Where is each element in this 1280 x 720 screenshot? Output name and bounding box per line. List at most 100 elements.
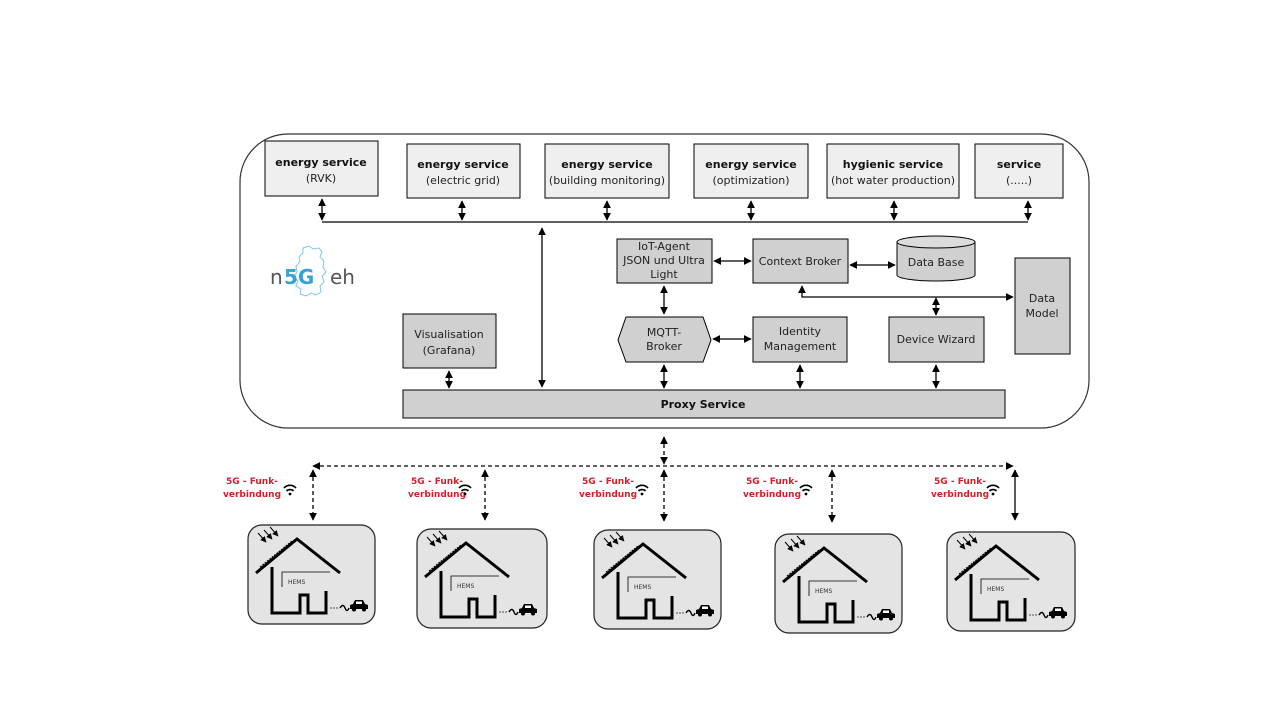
service-subtitle: (hot water production) — [831, 174, 955, 187]
charging-plug-icon — [339, 604, 350, 612]
5g-label-line2: verbindung — [743, 490, 801, 500]
logo-suffix: eh — [330, 265, 355, 289]
house-walls — [969, 574, 1027, 622]
logo-prefix: n — [270, 265, 283, 289]
proxy-service-label: Proxy Service — [661, 398, 746, 411]
device-wizard-label: Device Wizard — [897, 333, 976, 346]
solar-radiation-icon — [603, 531, 625, 548]
wifi-icon — [283, 484, 297, 496]
iot-agent-box[interactable]: IoT-Agent JSON und Ultra Light — [616, 238, 713, 284]
5g-label-line2: verbindung — [408, 490, 466, 500]
house-walls — [439, 571, 497, 619]
house-walls — [616, 572, 674, 620]
5g-label-line2: verbindung — [931, 490, 989, 500]
house-roof-icon — [255, 537, 341, 575]
device-wizard-box[interactable]: Device Wizard — [888, 316, 985, 363]
identity-management-box[interactable]: Identity Management — [752, 316, 848, 363]
data-model-label-1: Data — [1029, 292, 1055, 305]
service-title: service — [997, 158, 1041, 171]
data-base-cylinder[interactable]: Data Base — [896, 235, 976, 282]
5g-label-line1: 5G - Funk- — [411, 477, 463, 487]
iot-agent-label-2: JSON und Ultra — [622, 254, 705, 267]
service-box-hot-water[interactable]: hygienic service (hot water production) — [826, 143, 960, 199]
service-bus-arrows — [318, 198, 1032, 388]
car-icon — [350, 600, 368, 612]
5g-label-line2: verbindung — [579, 490, 637, 500]
proxy-service-bar[interactable]: Proxy Service — [402, 389, 1006, 419]
5g-connection-label: 5G - Funk-verbindung — [408, 477, 472, 500]
5g-connection-label: 5G - Funk-verbindung — [931, 477, 1000, 500]
visualisation-box[interactable]: Visualisation (Grafana) — [402, 313, 497, 369]
service-title: energy service — [417, 158, 508, 171]
service-box-electric-grid[interactable]: energy service (electric grid) — [406, 143, 521, 199]
5g-connection-label: 5G - Funk-verbindung — [743, 477, 813, 500]
house-walls — [797, 576, 855, 624]
5g-label-line1: 5G - Funk- — [226, 477, 278, 487]
solar-radiation-icon — [426, 530, 448, 547]
solar-radiation-icon — [956, 533, 978, 550]
5g-label-line1: 5G - Funk- — [746, 477, 798, 487]
house-card[interactable]: HEMS — [247, 524, 376, 625]
5g-label-line1: 5G - Funk- — [582, 477, 634, 487]
service-subtitle: (RVK) — [306, 172, 336, 185]
logo-accent: 5G — [284, 265, 314, 289]
service-subtitle: (.....) — [1006, 174, 1032, 187]
house-card[interactable]: HEMS — [946, 531, 1076, 632]
germany-map-icon — [293, 245, 327, 297]
service-title: hygienic service — [843, 158, 943, 171]
charging-plug-icon — [508, 608, 519, 616]
iot-agent-label-3: Light — [650, 268, 678, 281]
service-subtitle: (electric grid) — [426, 174, 500, 187]
car-icon — [1049, 607, 1067, 619]
internal-connectors — [445, 257, 1014, 389]
service-box-optimization[interactable]: energy service (optimization) — [693, 143, 809, 199]
mqtt-broker-hexagon[interactable]: MQTT- Broker — [617, 316, 712, 363]
hems-label: HEMS — [634, 584, 651, 591]
5g-network — [309, 436, 1019, 523]
data-model-box[interactable]: Data Model — [1014, 257, 1071, 355]
hems-label: HEMS — [457, 583, 474, 590]
car-icon — [519, 604, 537, 616]
service-title: energy service — [561, 158, 652, 171]
wifi-icon — [799, 484, 813, 496]
service-title: energy service — [275, 156, 366, 169]
data-model-label-2: Model — [1025, 307, 1058, 320]
5g-label-line1: 5G - Funk- — [934, 477, 986, 487]
data-base-label: Data Base — [908, 256, 965, 269]
service-box-other[interactable]: service (.....) — [974, 143, 1064, 199]
car-icon — [696, 605, 714, 617]
house-card[interactable]: HEMS — [416, 528, 548, 629]
car-icon — [877, 609, 895, 621]
house-roof-icon — [424, 541, 510, 579]
service-subtitle: (building monitoring) — [549, 174, 665, 187]
charging-plug-icon — [866, 613, 877, 621]
wifi-icon — [986, 484, 1000, 496]
charging-plug-icon — [685, 609, 696, 617]
wifi-icon — [458, 484, 472, 496]
identity-label-1: Identity — [779, 325, 822, 338]
mqtt-label-2: Broker — [646, 340, 682, 353]
house-roof-icon — [601, 542, 687, 580]
5g-label-line2: verbindung — [223, 490, 281, 500]
service-subtitle: (optimization) — [712, 174, 789, 187]
house-walls — [270, 567, 328, 615]
service-box-rvk[interactable]: energy service (RVK) — [264, 140, 379, 197]
context-broker-box[interactable]: Context Broker — [752, 238, 849, 284]
visualisation-label-2: (Grafana) — [423, 344, 476, 357]
solar-radiation-icon — [257, 526, 279, 543]
n5geh-logo: n 5G eh — [270, 245, 355, 297]
house-card[interactable]: HEMS — [593, 529, 722, 630]
iot-agent-label-1: IoT-Agent — [638, 240, 691, 253]
house-card[interactable]: HEMS — [774, 533, 903, 634]
visualisation-label-1: Visualisation — [414, 328, 483, 341]
context-broker-label: Context Broker — [759, 255, 842, 268]
solar-radiation-icon — [784, 535, 806, 552]
service-box-building-monitoring[interactable]: energy service (building monitoring) — [544, 143, 670, 199]
hems-label: HEMS — [987, 586, 1004, 593]
mqtt-label-1: MQTT- — [647, 326, 681, 339]
5g-connection-label: 5G - Funk-verbindung — [579, 477, 649, 500]
hems-label: HEMS — [288, 579, 305, 586]
house-roof-icon — [782, 546, 868, 584]
5g-connection-label: 5G - Funk-verbindung — [223, 477, 297, 500]
